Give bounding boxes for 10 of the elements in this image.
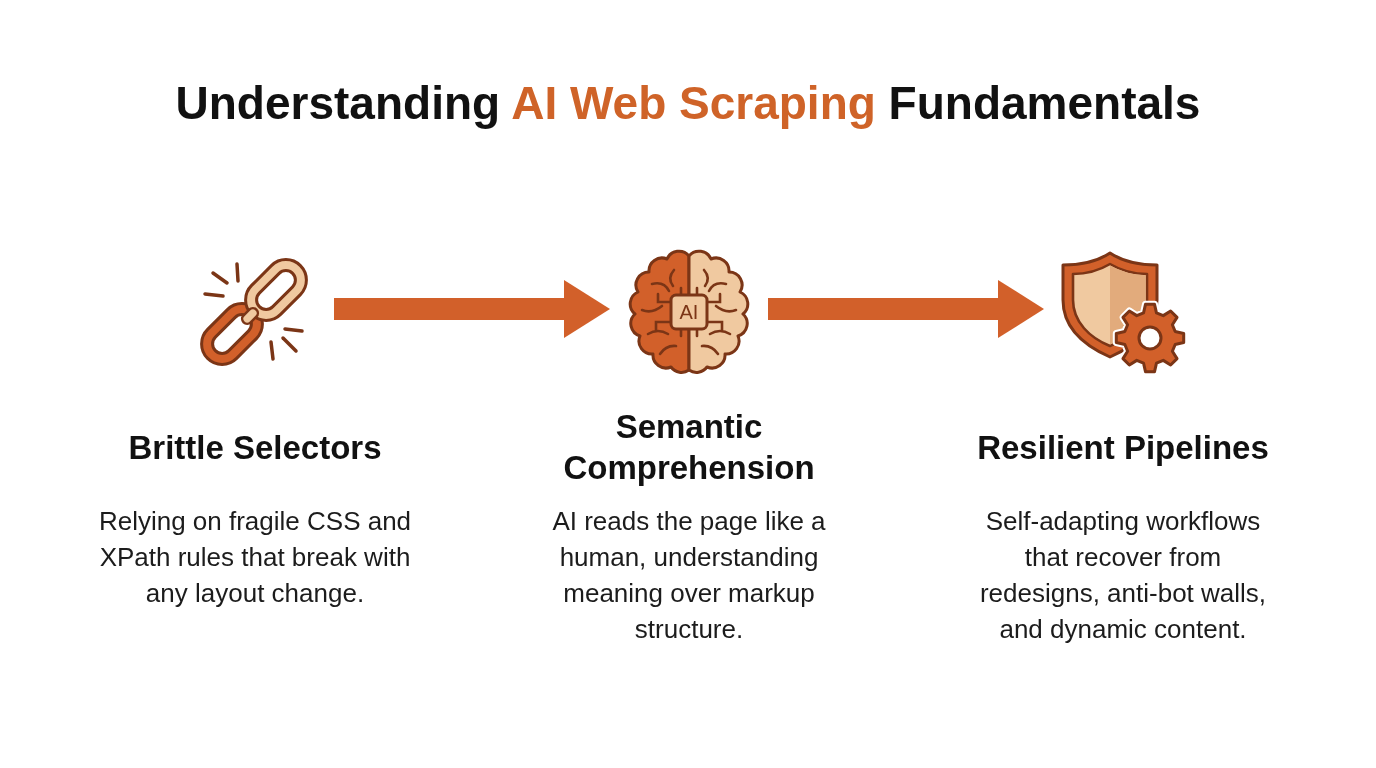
column-heading: Brittle Selectors	[128, 427, 382, 468]
column-heading: Semantic Comprehension	[562, 407, 816, 488]
description-text: Relying on fragile CSS and XPath rules that break with any layout change.	[97, 505, 413, 610]
title: Understanding AI Web Scraping Fundamentals	[175, 76, 1201, 131]
arrow	[334, 280, 610, 338]
description-text: Self-adapting workflows that recover from redesigns, anti-bot walls, and dynamic content.	[978, 505, 1268, 646]
description-text: AI reads the page like a human, understanding meaning over markup structure.	[551, 505, 827, 646]
column-heading: Resilient Pipelines	[977, 427, 1269, 468]
chip-label: AI	[679, 301, 699, 323]
arrow	[768, 280, 1044, 338]
